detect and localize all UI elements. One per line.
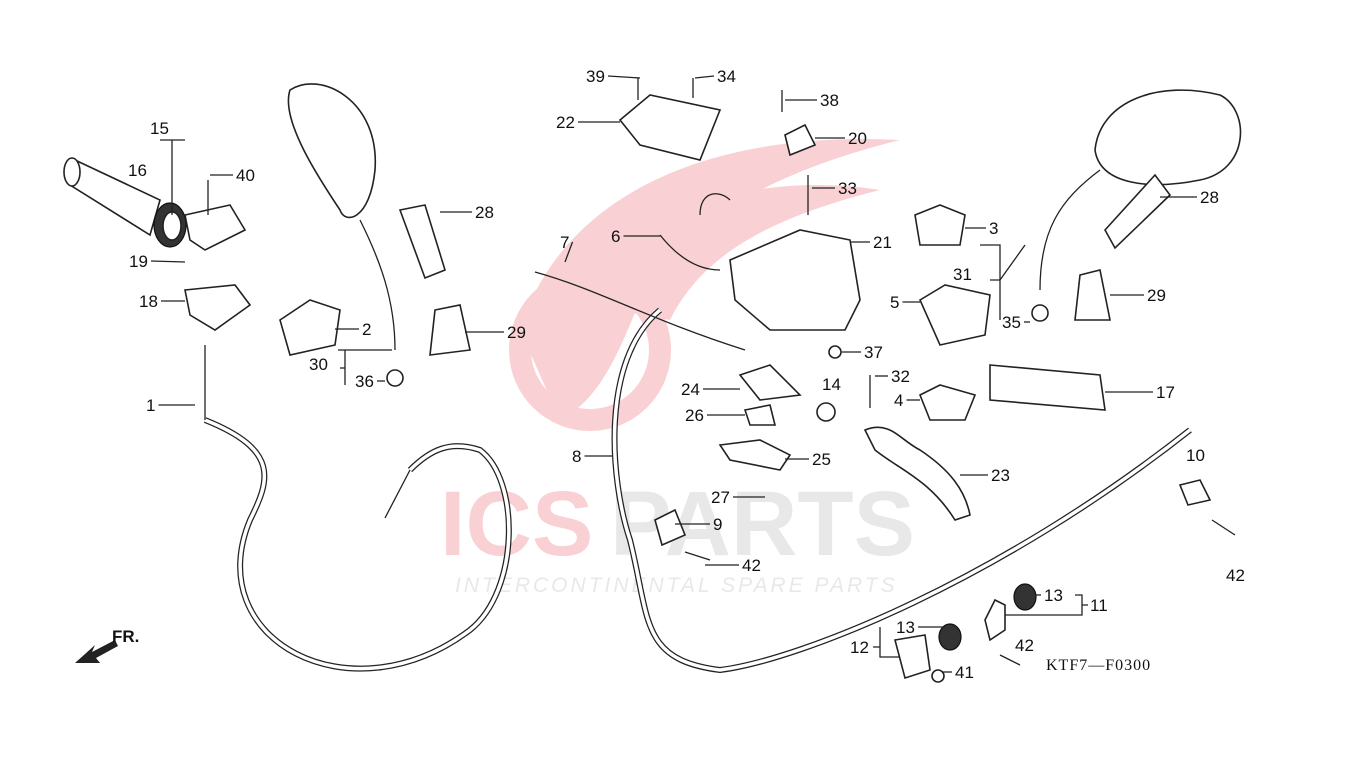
switch-3 — [914, 204, 966, 246]
callout-7: 7 — [560, 233, 569, 252]
callout-42: 42 — [1015, 636, 1034, 655]
callout-21: 21 — [873, 233, 892, 252]
callout-leader — [564, 241, 574, 263]
callout-leader — [150, 260, 186, 263]
group-bracket — [1005, 594, 1088, 616]
callout-38: 38 — [820, 91, 839, 110]
callout-33: 33 — [838, 179, 857, 198]
callout-25: 25 — [812, 450, 831, 469]
callout-leader — [607, 75, 641, 79]
cover-22 — [618, 94, 722, 161]
nut-37 — [828, 345, 842, 359]
watermark-logo: ICS PARTS INTERCONTINENTAL SPARE PARTS — [440, 139, 915, 597]
callout-34: 34 — [717, 67, 736, 86]
switch-4 — [918, 384, 977, 421]
callout-9: 9 — [713, 515, 722, 534]
callout-13: 13 — [1044, 586, 1063, 605]
callout-24: 24 — [681, 380, 700, 399]
callout-28: 28 — [1200, 188, 1219, 207]
group-bracket — [160, 139, 185, 215]
switch-5 — [918, 284, 991, 346]
callout-28: 28 — [475, 203, 494, 222]
left-boot-28 — [398, 204, 446, 280]
callout-15: 15 — [150, 119, 169, 138]
callout-40: 40 — [236, 166, 255, 185]
callout-10: 10 — [1186, 446, 1205, 465]
bracket-24 — [738, 364, 802, 401]
callout-14: 14 — [822, 375, 841, 394]
left-mirror — [287, 83, 404, 387]
bracket-11 — [984, 598, 1006, 642]
right-mirror — [1039, 89, 1242, 291]
callout-26: 26 — [685, 406, 704, 425]
throttle-housing-lower — [184, 284, 252, 331]
callout-17: 17 — [1156, 383, 1175, 402]
left-grip — [63, 157, 187, 248]
front-direction-arrow: FR. — [75, 627, 139, 663]
callout-1: 1 — [146, 396, 155, 415]
cable-7 — [534, 271, 746, 351]
callout-29: 29 — [1147, 286, 1166, 305]
callout-leader — [694, 75, 715, 79]
callout-32: 32 — [891, 367, 910, 386]
grommet-13a — [1013, 583, 1037, 611]
callout-36: 36 — [355, 372, 374, 391]
callout-2: 2 — [362, 320, 371, 339]
callout-5: 5 — [890, 293, 899, 312]
left-boot-29 — [429, 304, 471, 356]
plate-26 — [743, 404, 777, 426]
callout-20: 20 — [848, 129, 867, 148]
callout-37: 37 — [864, 343, 883, 362]
callout-23: 23 — [991, 466, 1010, 485]
svg-text:ICS: ICS — [440, 473, 593, 575]
callout-35: 35 — [1002, 313, 1021, 332]
callout-12: 12 — [850, 638, 869, 657]
callout-18: 18 — [139, 292, 158, 311]
callout-6: 6 — [611, 227, 620, 246]
right-boot-28 — [1104, 173, 1172, 250]
wire-6 — [659, 193, 731, 271]
group-bracket — [338, 349, 392, 385]
callout-27: 27 — [711, 488, 730, 507]
svg-text:INTERCONTINENTAL SPARE PARTS: INTERCONTINENTAL SPARE PARTS — [455, 574, 898, 597]
group-bracket — [873, 627, 900, 658]
diagram-code: KTF7—F0300 — [1046, 657, 1151, 674]
right-boot-29 — [1074, 269, 1111, 321]
callout-13: 13 — [896, 618, 915, 637]
callout-8: 8 — [572, 447, 581, 466]
nut-14 — [816, 402, 836, 422]
callout-29: 29 — [507, 323, 526, 342]
nut-35 — [1031, 304, 1049, 322]
clamp-9 — [654, 508, 687, 547]
callout-4: 4 — [894, 391, 903, 410]
callout-19: 19 — [129, 252, 148, 271]
nut-41 — [931, 669, 945, 683]
callout-22: 22 — [556, 113, 575, 132]
callout-31: 31 — [953, 265, 972, 284]
bracket-25 — [718, 439, 792, 471]
direction-label: FR. — [112, 627, 139, 646]
callout-42: 42 — [1226, 566, 1245, 585]
grommet-13b — [938, 623, 962, 651]
bracket-10 — [1178, 479, 1212, 506]
callout-16: 16 — [128, 161, 147, 180]
holder-20 — [784, 123, 817, 157]
callout-39: 39 — [586, 67, 605, 86]
right-grip-17 — [989, 364, 1106, 411]
callout-42: 42 — [742, 556, 761, 575]
callout-30: 30 — [309, 355, 328, 374]
brake-lever-23 — [863, 426, 971, 521]
callout-11: 11 — [1090, 596, 1108, 615]
group-bracket — [980, 244, 1026, 320]
callout-41: 41 — [955, 663, 974, 682]
left-switch-2 — [279, 299, 341, 356]
switch-housing-21 — [729, 229, 861, 331]
throttle-housing-upper — [184, 204, 247, 251]
callout-3: 3 — [989, 219, 998, 238]
bracket-12 — [894, 634, 931, 680]
